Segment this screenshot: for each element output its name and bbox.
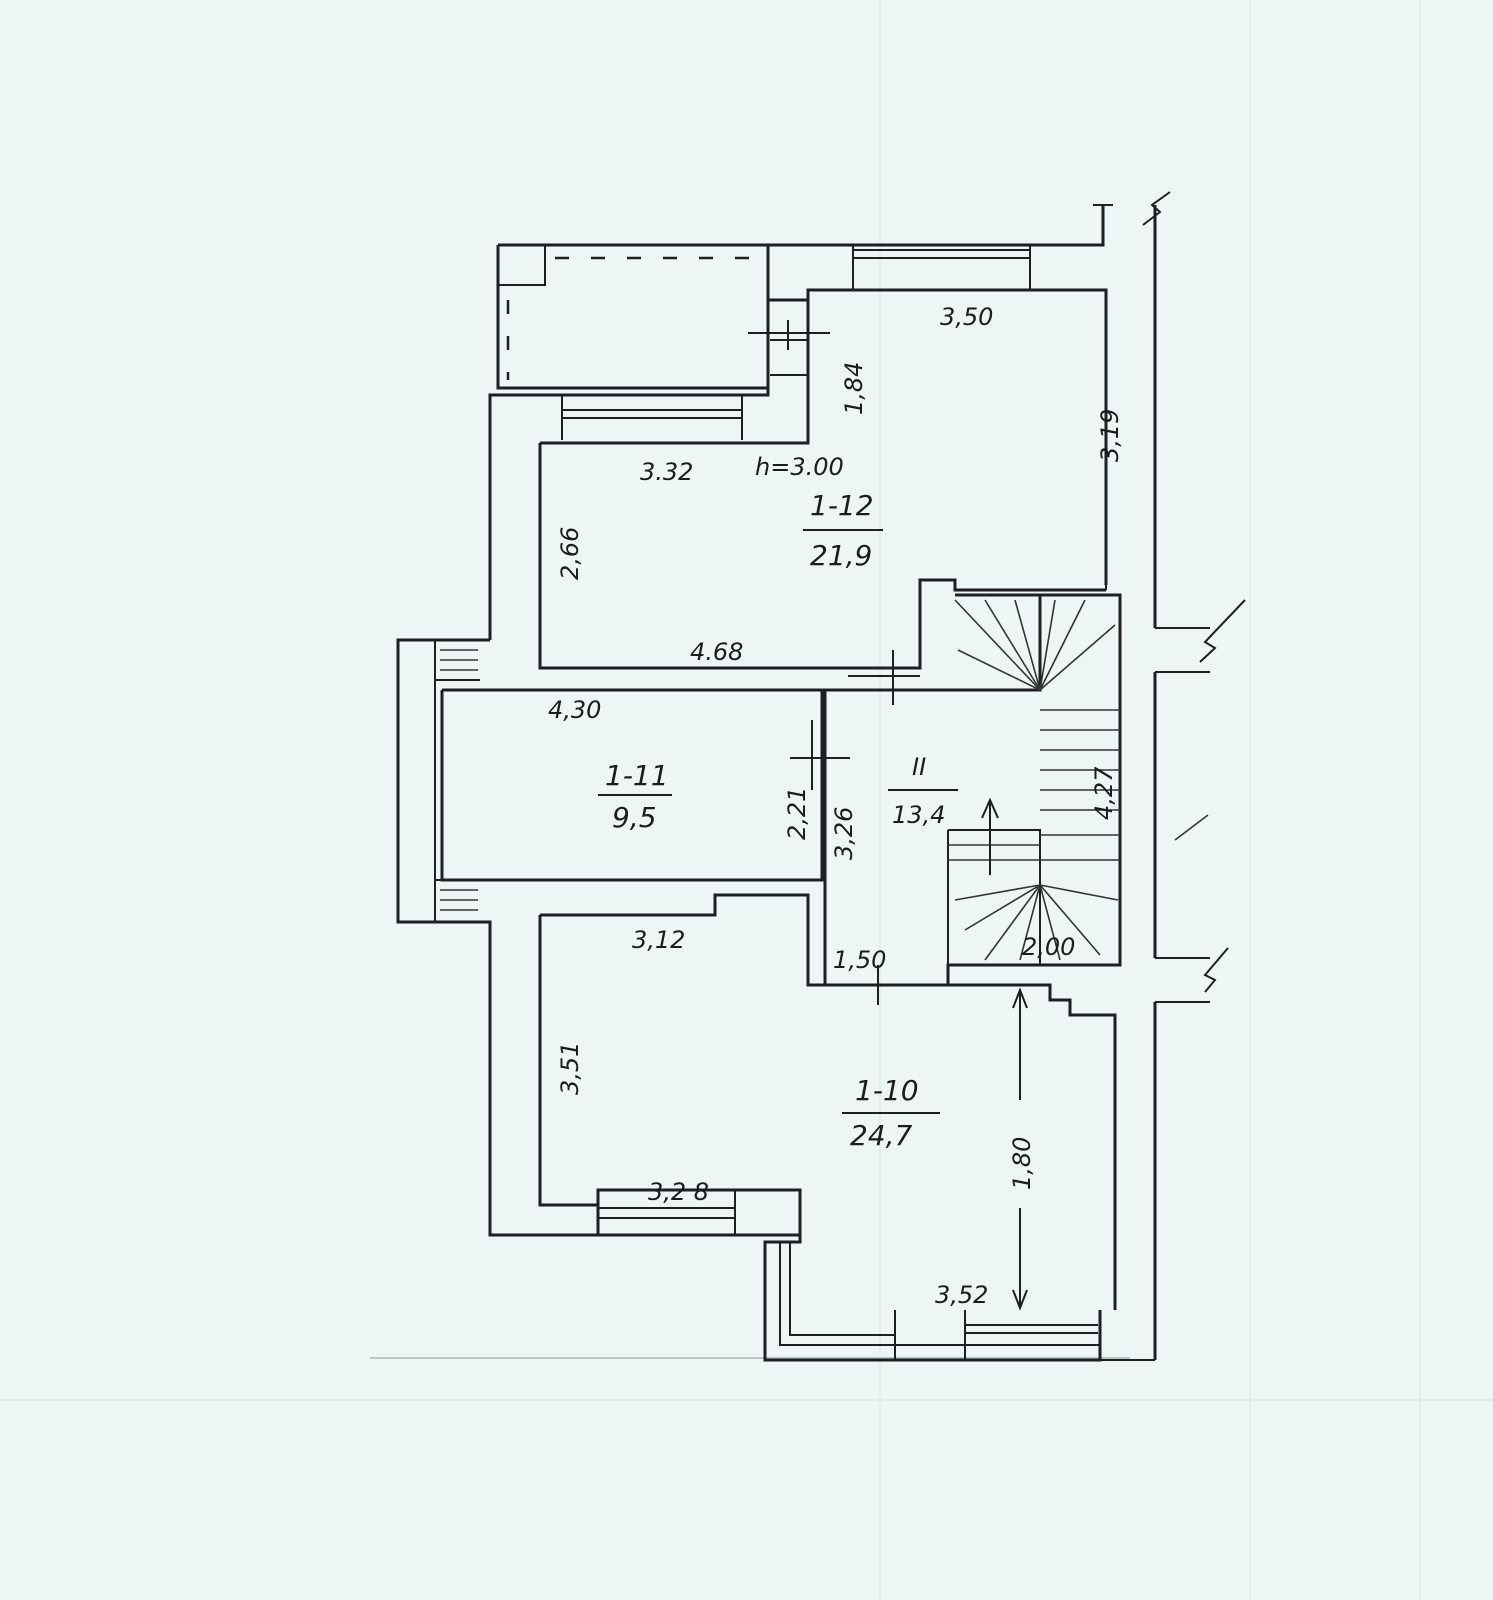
dim-3-51: 3,51 [556, 1042, 584, 1095]
dim-3-32: 3.32 [640, 458, 693, 486]
dim-4-30: 4,30 [548, 696, 601, 724]
dim-1-50: 1,50 [833, 946, 886, 974]
room-area-1-10: 24,7 [850, 1119, 913, 1152]
dimension-arrow-180 [1012, 987, 1028, 1311]
dim-2-00: 2,00 [1022, 933, 1075, 961]
room-id-1-11: 1-11 [605, 759, 669, 792]
labels: 3,50 3,19 1,84 3.32 h=3.00 1-12 21,9 2,6… [548, 303, 1124, 1309]
room-area-ii: 13,4 [892, 801, 945, 829]
dim-1-80: 1,80 [1008, 1137, 1036, 1190]
room-1-10 [538, 893, 1117, 1310]
room-id-ii: II [912, 753, 926, 781]
dim-3-26: 3,26 [830, 807, 858, 860]
room-id-1-12: 1-12 [810, 489, 874, 522]
balcony [496, 243, 770, 390]
dim-3-12: 3,12 [632, 926, 685, 954]
dim-2-21: 2,21 [783, 787, 811, 840]
dim-4-68: 4.68 [690, 638, 743, 666]
dim-3-52: 3,52 [935, 1281, 988, 1309]
dim-1-84: 1,84 [840, 362, 868, 415]
dim-3-19: 3,19 [1096, 409, 1124, 462]
outer-walls [396, 204, 1113, 1362]
room-id-1-10: 1-10 [855, 1074, 919, 1107]
ceiling-height: h=3.00 [755, 453, 844, 481]
dim-4-27: 4,27 [1090, 766, 1118, 820]
room-1-11 [440, 688, 850, 882]
room-area-1-12: 21,9 [810, 539, 872, 572]
room-area-1-11: 9,5 [612, 801, 657, 834]
exterior-right-wall [1100, 191, 1246, 1361]
dim-2-66: 2,66 [556, 527, 584, 580]
room-1-12 [538, 300, 1107, 705]
dim-3-50: 3,50 [940, 303, 993, 331]
dim-3-28: 3,2 8 [648, 1178, 709, 1206]
